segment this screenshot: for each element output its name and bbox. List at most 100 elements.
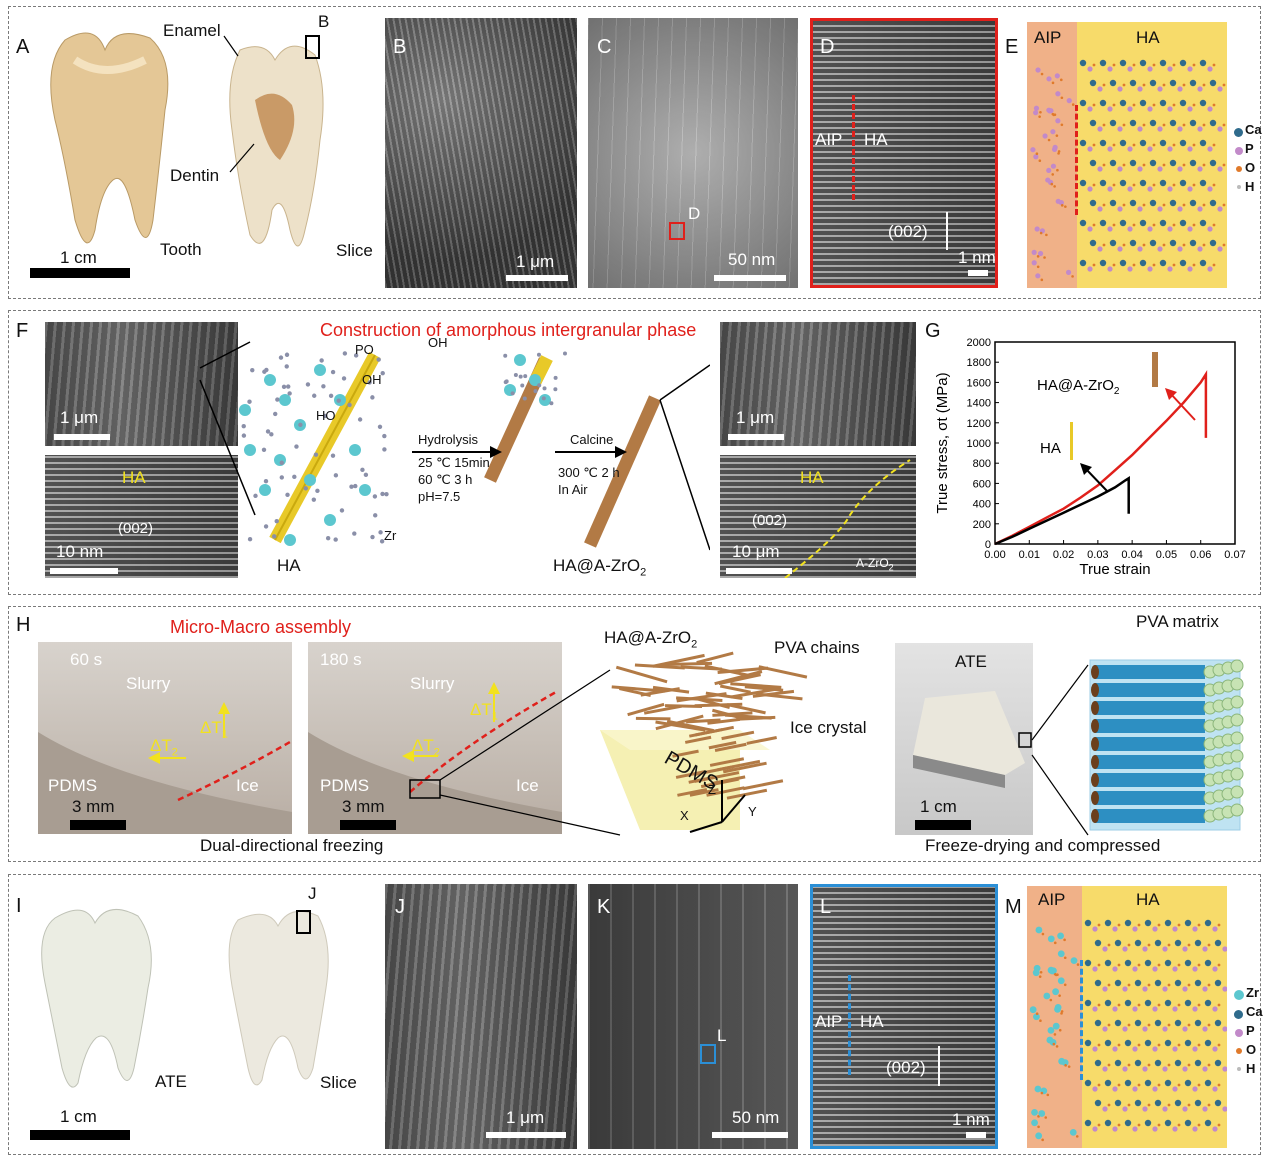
box-d-label: D [688, 204, 701, 223]
scale-bar-k [712, 1132, 788, 1138]
box-b-label: B [318, 12, 330, 31]
tooth-photo [50, 32, 169, 244]
scale-text-f-sem-right: 1 μm [736, 408, 775, 427]
y-tick-label: 400 [973, 499, 991, 511]
y-axis-label: True stress, σt (MPa) [934, 372, 951, 513]
panel-label-m: M [1005, 896, 1022, 918]
tooth-label: Tooth [160, 240, 202, 259]
row-3 [8, 606, 1261, 862]
slice-label: Slice [336, 241, 373, 260]
scale-text-k: 50 nm [732, 1108, 780, 1127]
plane-label-f-left: (002) [118, 520, 154, 537]
dt2-label-60s: ΔT2 [150, 736, 178, 759]
scale-bar-i [30, 1130, 130, 1140]
y-tick-label: 2000 [967, 337, 991, 349]
panel-k-tem-image [588, 884, 798, 1149]
panel-f-tem-left [45, 455, 238, 578]
po4-label: PO [355, 342, 374, 357]
panel-l-hrtem-image [810, 884, 998, 1149]
slurry-label-60s: Slurry [126, 674, 171, 693]
x-tick-label: 0.06 [1190, 549, 1211, 561]
ate-slice-photo [228, 910, 329, 1086]
box-d-marker [669, 222, 685, 240]
scale-text-a: 1 cm [60, 248, 97, 267]
pdms-label-180s: PDMS [320, 776, 370, 795]
plot-frame [994, 341, 1236, 545]
ate-tooth-photo [41, 908, 152, 1088]
row-4 [8, 874, 1261, 1155]
assembly-schematic [440, 651, 808, 836]
zr-label: Zr [384, 528, 397, 543]
rod-ha-zro2 [1152, 352, 1158, 387]
scale-text-l: 1 nm [952, 1110, 990, 1129]
legend-o-m: O [1246, 1042, 1257, 1057]
arrow-head-ha [1080, 463, 1092, 475]
dentin-label: Dentin [170, 166, 220, 185]
panel-label-j: J [395, 896, 405, 918]
legend-dot-o-e [1236, 166, 1242, 172]
x-tick-label: 0.04 [1121, 549, 1142, 561]
enamel-pointer [223, 35, 239, 57]
hydrolysis-cond-2: 60 ℃ 3 h [418, 472, 473, 487]
panel-f-title: Construction of amorphous intergranular … [320, 320, 697, 340]
scale-bar-f-tem-left [50, 568, 118, 574]
panel-label-d: D [820, 36, 835, 58]
interface-dash-f-right [784, 459, 911, 578]
pva-matrix-label: PVA matrix [1136, 612, 1219, 631]
x-tick-label: 0.03 [1087, 549, 1108, 561]
scale-bar-a [30, 268, 130, 278]
axis-x: X [680, 808, 689, 823]
ha-label-f-tem-right: HA [800, 468, 824, 487]
plane-marker-l [938, 1046, 940, 1086]
legend-p-m: P [1246, 1023, 1255, 1038]
schema-ha-label: HA@A-ZrO2 [604, 628, 698, 651]
atom-lattice-e [1030, 59, 1226, 282]
schematic-hydrolysis [199, 341, 710, 551]
ha-schematic-label: HA [277, 556, 301, 575]
scale-text-f-sem-left: 1 μm [60, 408, 99, 427]
legend-ca-m: Ca [1246, 1004, 1263, 1019]
scale-text-f-tem-left: 10 nm [56, 542, 104, 561]
legend-o-e: O [1245, 160, 1256, 175]
ha-label-l: HA [860, 1012, 884, 1031]
legend-p-e: P [1245, 141, 1254, 156]
scale-bar-f-sem-left [54, 434, 110, 440]
scale-bar-c [714, 275, 786, 281]
plane-marker-d [946, 212, 948, 250]
lattice-atoms [1029, 919, 1227, 1142]
enamel-label: Enamel [163, 21, 221, 40]
ha-label-d: HA [864, 130, 888, 149]
panel-j-sem-image [385, 884, 577, 1149]
ate-label-h: ATE [955, 652, 987, 671]
panel-label-h: H [16, 614, 31, 636]
interface-line-e [1075, 105, 1078, 215]
pva-chains-label: PVA chains [774, 638, 860, 657]
panel-h-title: Micro-Macro assembly [170, 617, 352, 637]
row-2 [8, 310, 1261, 595]
panel-c-tem-image [588, 18, 798, 288]
scale-bar-h-60s [70, 820, 126, 830]
interface-line-l [848, 975, 851, 1075]
ho-label: HO [316, 408, 336, 423]
y-tick-label: 1800 [967, 357, 991, 369]
y-tick-label: 1200 [967, 418, 991, 430]
panel-label-k: K [597, 896, 611, 918]
caption-freeze-drying: Freeze-drying and compressed [925, 836, 1161, 855]
box-l-marker [700, 1044, 716, 1064]
plane-label-l: (002) [886, 1058, 926, 1077]
lattice-atoms [1030, 59, 1226, 282]
scale-bar-l [966, 1132, 986, 1138]
ice-label-180s: Ice [516, 776, 539, 795]
y-tick-label: 200 [973, 519, 991, 531]
slice-label-i: Slice [320, 1073, 357, 1092]
dt2-label-180s: ΔT2 [412, 736, 440, 759]
row-1 [8, 6, 1261, 299]
ha-label-m: HA [1136, 890, 1160, 909]
annotation-ha: HA [1040, 440, 1061, 457]
aip-label-d: AIP [815, 130, 843, 149]
legend-dot-h-m [1237, 1067, 1241, 1071]
series-line-1 [994, 476, 1130, 546]
legend-dot-ca-e [1234, 128, 1243, 137]
ha-label-f-tem-left: HA [122, 468, 146, 487]
legend-zr-m: Zr [1246, 985, 1259, 1000]
